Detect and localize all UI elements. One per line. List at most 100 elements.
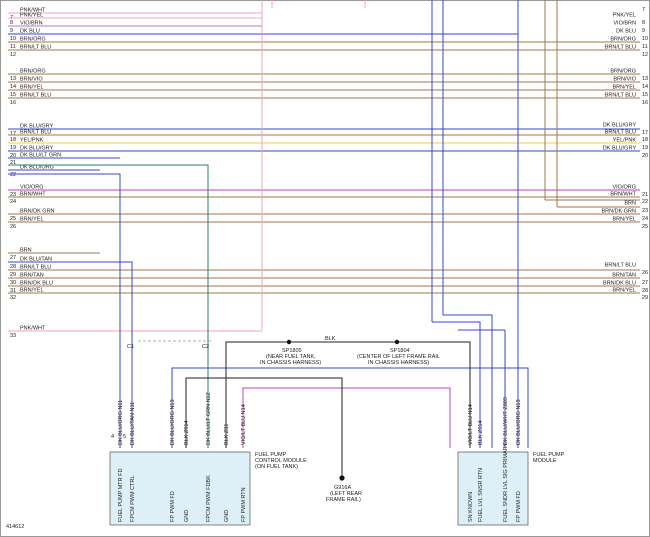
left-row-number: 8 (10, 20, 13, 26)
fppcm-pin-wire: DK BLU/TAN N11 (130, 402, 136, 445)
right-row-label: BRN/TAN (612, 273, 636, 279)
right-row-number: 12 (642, 52, 648, 58)
right-row-number: 13 (642, 76, 648, 82)
splice-sp1805-dot (286, 339, 292, 345)
wire-gnd-1 (185, 377, 343, 476)
right-row-label: BRN/LT BLU (605, 130, 636, 136)
right-row-number: 17 (642, 130, 648, 136)
fppcm-name3: (ON FUEL TANK) (255, 464, 298, 470)
right-row-label: BRN/LT BLU (605, 45, 636, 51)
right-row-number: 7 (642, 7, 645, 13)
fpm-pin-wire: DK BLU/ORG N13 (516, 399, 522, 445)
fppcm-pin-number: 4 (111, 434, 114, 440)
fppcm-box (109, 451, 251, 526)
left-row-label: PNK/WHT (20, 326, 46, 332)
right-row-number: 24 (642, 216, 648, 222)
right-row: 12 BRN/LT BLU (605, 45, 648, 59)
ground-desc1: (LEFT REAR (330, 491, 362, 497)
left-row-number: 21 (10, 160, 16, 166)
wire-dkblu-org (8, 173, 121, 360)
wire-dkblu-tan (8, 261, 133, 360)
right-row-number: 29 (642, 295, 648, 301)
left-row-label: BRN (20, 248, 32, 254)
left-row-number: 23 (10, 192, 16, 198)
left-row-label: BRN/WHT (20, 192, 46, 198)
fpm-name1: FUEL PUMP (533, 452, 565, 458)
fppcm-pin-wire: VIO/LT BLU N14 (241, 404, 247, 445)
wire-fpm-blue-2 (443, 314, 493, 448)
sp1804-id: SP1804 (390, 348, 410, 354)
left-row-number: 32 (10, 295, 16, 301)
right-row-number: 22 (642, 199, 648, 205)
left-row-label: BRN/LT BLU (20, 45, 51, 51)
right-row-label: PNK/YEL (613, 13, 636, 19)
right-row-label: BRN/WHT (610, 192, 636, 198)
left-row-label: DK BLU/GRY (20, 146, 54, 152)
left-row-label: YEL/PNK (20, 138, 44, 144)
left-row-label: DK BLU/LT GRN (20, 153, 61, 159)
left-row: 21 DK BLU/LT GRN (8, 153, 120, 166)
ground-desc2: FRAME RAIL) (326, 497, 361, 503)
right-row-label: BRN/ORG (610, 37, 636, 43)
fpm-pin-wire: BLK Z914 (478, 421, 484, 445)
left-row-label: BRN/YEL (20, 85, 44, 91)
fppcm-pin-function: GND (224, 510, 230, 522)
left-row: 7PNK/WHT (8, 8, 262, 21)
connector-c2-label: C2 (202, 344, 209, 350)
left-row-label: DK BLU/TAN (20, 257, 52, 263)
left-row-number: 20 (10, 153, 16, 159)
fpm-pin-function: FUEL LVL SNSR RTN (478, 468, 484, 522)
right-row: 17 DK BLU/GRY (603, 123, 648, 137)
fppcm-pin-number: 5 (123, 434, 126, 440)
right-row-number: 18 (642, 137, 648, 143)
left-row-label: BRN/LT BLU (20, 130, 51, 136)
wire-fpm-blue-1 (432, 321, 481, 448)
right-row-label: VIO/BRN (613, 21, 636, 27)
left-row-label: DK BLU/GRY (20, 124, 54, 130)
left-row: 32 BRN/YEL (8, 288, 640, 301)
right-row-label: BRN/YEL (612, 288, 636, 294)
left-row-label: PNK/WHT (20, 8, 46, 14)
right-row-label: DK BLU/GRY (603, 123, 637, 129)
fppcm-pin-wire: DK BLU/ORG N13 (170, 399, 176, 445)
right-row-number: 26 (642, 270, 648, 276)
fpm-pin-function: FUEL SNDR LVL SIG PRIMARY (503, 443, 509, 522)
fppcm-name2: CONTROL MODULE (255, 458, 307, 464)
right-row-number: 20 (642, 153, 648, 159)
fppcm-pin-wire: DK BLU/LT GRN N12 (206, 392, 212, 445)
left-row-number: 13 (10, 76, 16, 82)
right-row: 29 BRN/YEL (612, 288, 648, 302)
left-row-label: BRN/DK BLU (20, 281, 53, 287)
left-row-number: 14 (10, 84, 16, 90)
left-row-label: BRN/TAN (20, 273, 44, 279)
